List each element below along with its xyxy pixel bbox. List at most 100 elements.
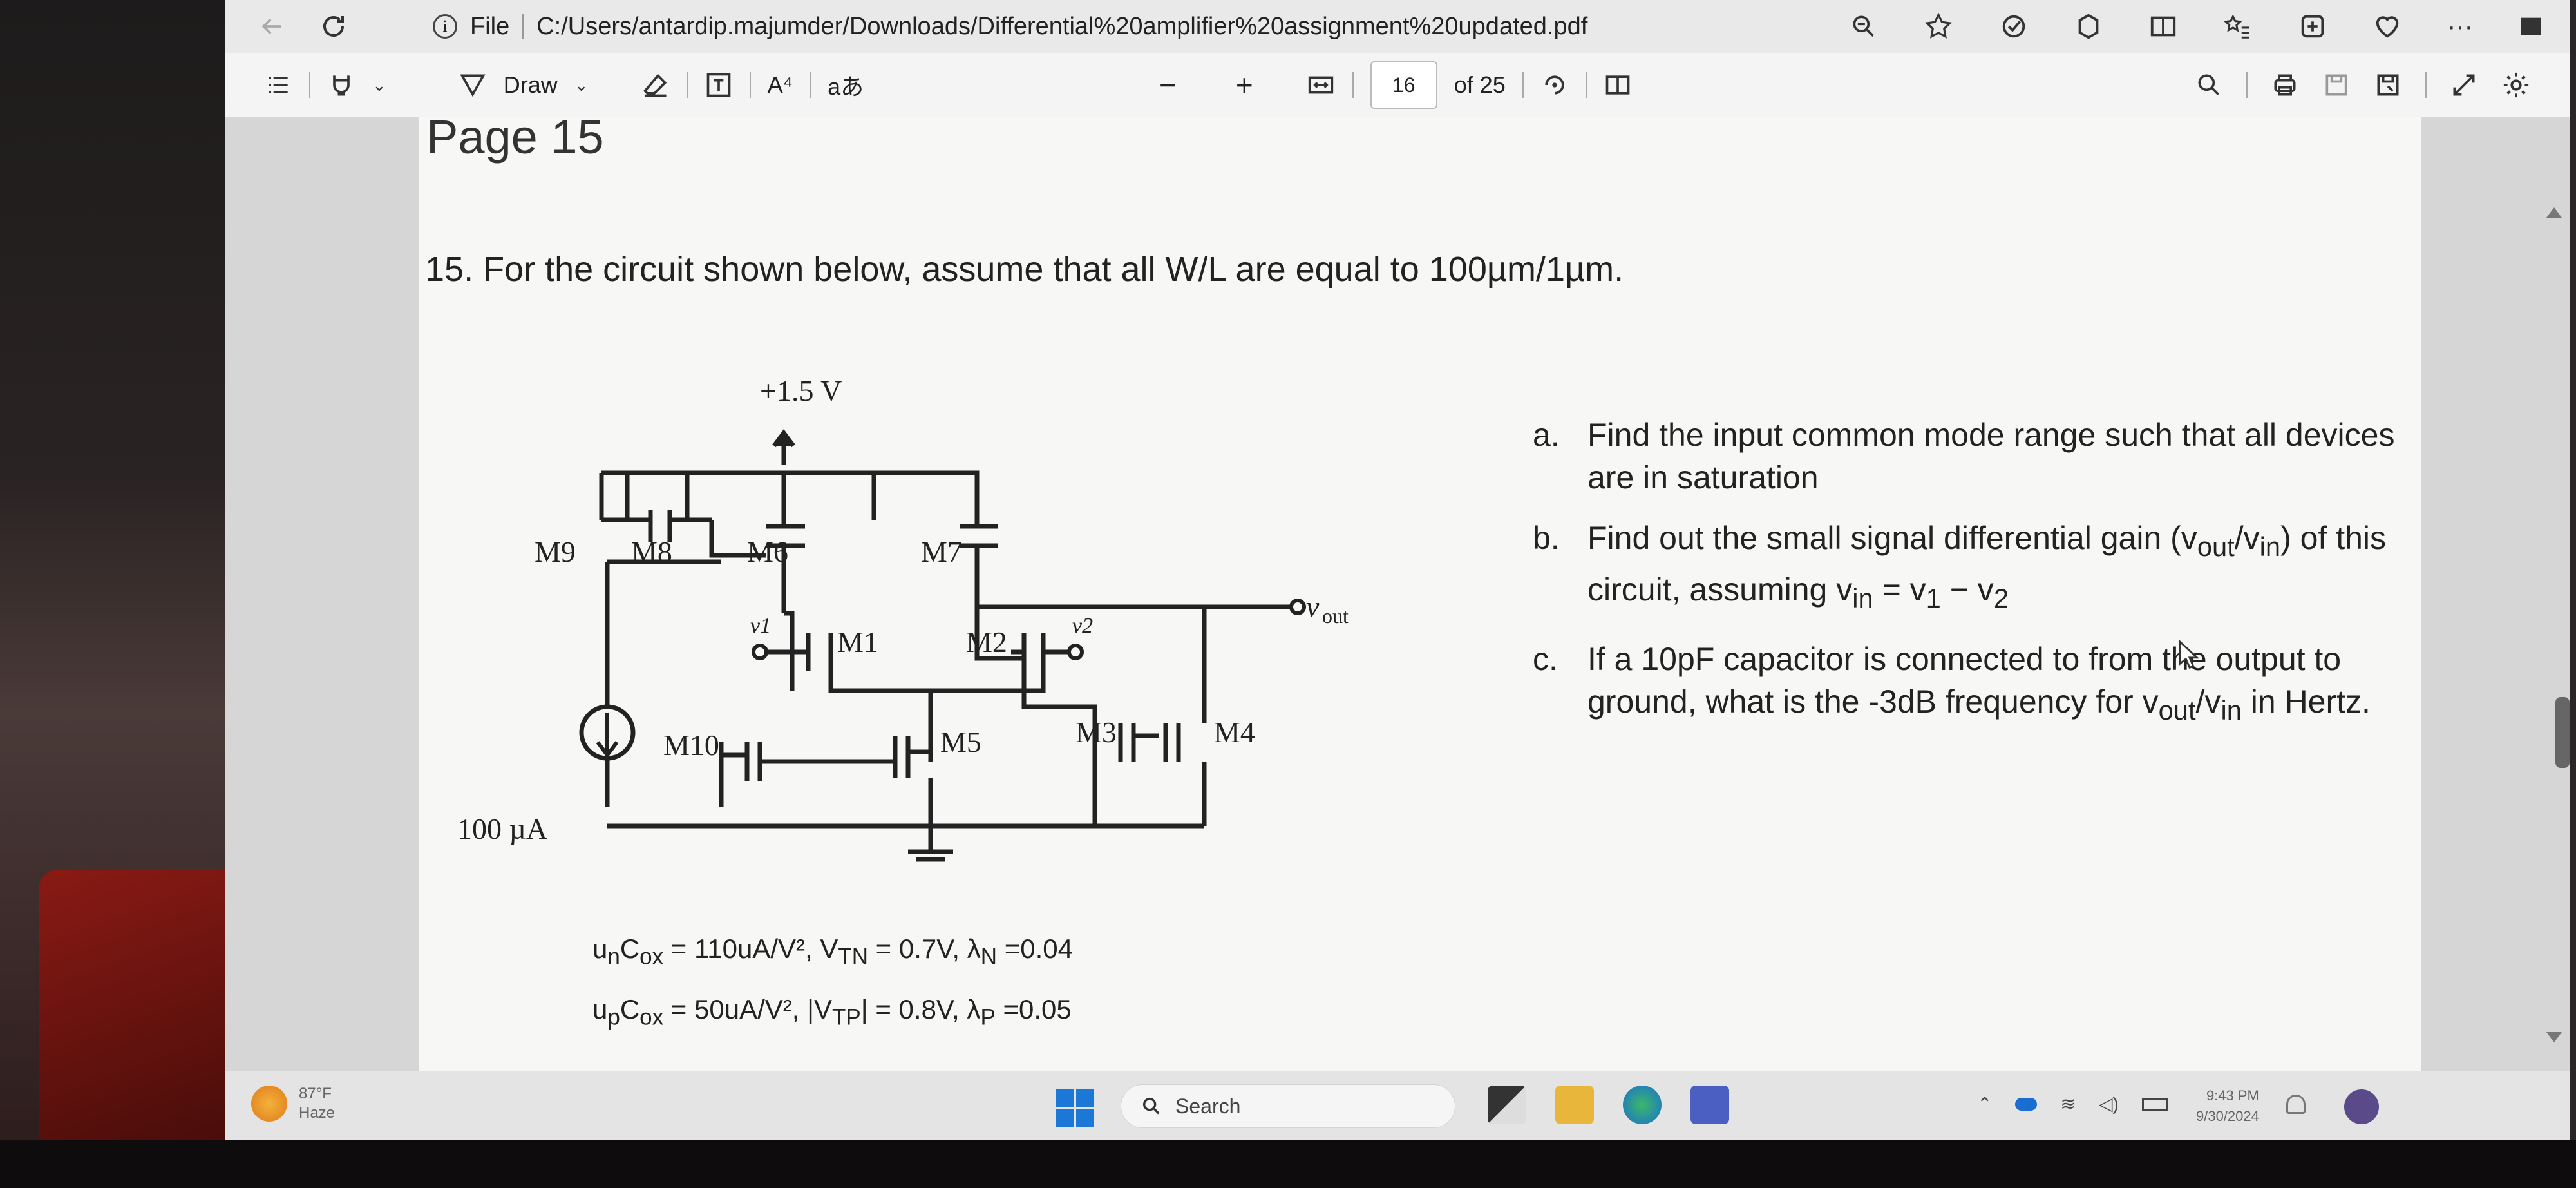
date: 9/30/2024 bbox=[2196, 1108, 2259, 1124]
rotate-icon[interactable] bbox=[1540, 71, 1569, 99]
copilot-icon[interactable] bbox=[2074, 12, 2103, 41]
info-icon[interactable]: i bbox=[433, 14, 457, 39]
windows-taskbar: 87°F Haze Search ⌃ ≋ ◁) 9:43 PM 9/30/202… bbox=[225, 1071, 2570, 1140]
edge-browser-icon[interactable] bbox=[1623, 1086, 1662, 1124]
system-tray: ⌃ ≋ ◁) bbox=[1977, 1093, 2168, 1115]
split-screen-icon[interactable] bbox=[2148, 12, 2178, 41]
page-heading: Page 15 bbox=[426, 117, 604, 164]
file-explorer-icon[interactable] bbox=[1555, 1086, 1594, 1124]
m3-label: M3 bbox=[1075, 716, 1117, 749]
m9-label: M9 bbox=[535, 535, 576, 568]
divider bbox=[522, 14, 524, 39]
device-parameters: unCox = 110uA/V², VTN = 0.7V, λN =0.04 u… bbox=[592, 923, 1073, 1044]
draw-icon[interactable] bbox=[459, 71, 487, 99]
circuit-diagram: +1.5 V 100 µA v out v1 v2 M9 M8 M6 M7 M1… bbox=[457, 375, 1349, 862]
laptop-screen: i File C:/Users/antardip.majumder/Downlo… bbox=[225, 0, 2570, 1140]
zoom-search-icon[interactable] bbox=[1850, 12, 1878, 41]
m10-label: M10 bbox=[663, 729, 719, 762]
question-parts: a. Find the input common mode range such… bbox=[1533, 414, 2421, 750]
v1-label: v1 bbox=[750, 614, 771, 638]
clock[interactable]: 9:43 PM 9/30/2024 bbox=[2196, 1086, 2259, 1127]
file-label: File bbox=[470, 12, 510, 40]
vout-sub: out bbox=[1322, 604, 1349, 628]
mouse-cursor-icon bbox=[2179, 639, 2200, 669]
supply-label: +1.5 V bbox=[760, 375, 842, 407]
highlight-icon[interactable] bbox=[327, 71, 355, 99]
settings-gear-icon[interactable] bbox=[2501, 70, 2531, 100]
pdf-toolbar: ⌄ Draw ⌄ A⁴ aあ − + 16 of 25 bbox=[225, 53, 2570, 118]
task-view-icon[interactable] bbox=[1488, 1086, 1526, 1124]
pdf-page: Page 15 15. For the circuit shown below,… bbox=[419, 117, 2421, 1071]
fit-width-icon[interactable] bbox=[1306, 70, 1336, 100]
search-placeholder: Search bbox=[1175, 1094, 1241, 1118]
zoom-in-button[interactable]: + bbox=[1235, 68, 1253, 102]
v2-label: v2 bbox=[1072, 614, 1093, 638]
part-a: a. Find the input common mode range such… bbox=[1533, 417, 2395, 495]
zoom-out-button[interactable]: − bbox=[1159, 68, 1177, 102]
vout-label: v bbox=[1306, 590, 1320, 623]
expand-icon[interactable] bbox=[2450, 71, 2478, 99]
m4-label: M4 bbox=[1214, 716, 1255, 749]
browser-essentials-icon[interactable] bbox=[2372, 12, 2402, 41]
chevron-up-icon[interactable]: ⌃ bbox=[1977, 1094, 1993, 1114]
part-b: b. Find out the small signal differentia… bbox=[1533, 520, 2387, 613]
weather-icon bbox=[251, 1086, 287, 1122]
teams-icon[interactable] bbox=[1690, 1086, 1729, 1124]
favorites-list-icon[interactable] bbox=[2223, 12, 2253, 41]
more-options-icon[interactable]: ··· bbox=[2447, 12, 2473, 41]
part-c: c. If a 10pF capacitor is connected to f… bbox=[1533, 641, 2371, 725]
back-arrow-icon[interactable] bbox=[258, 12, 286, 41]
copilot-taskbar-icon[interactable] bbox=[2344, 1089, 2379, 1124]
m7-label: M7 bbox=[921, 535, 962, 568]
weather-widget[interactable]: 87°F Haze bbox=[251, 1084, 335, 1123]
print-icon[interactable] bbox=[2271, 71, 2299, 99]
m6-label: M6 bbox=[747, 535, 788, 568]
search-icon[interactable] bbox=[2195, 71, 2223, 99]
taskbar-search[interactable]: Search bbox=[1121, 1084, 1455, 1128]
battery-icon[interactable] bbox=[2141, 1097, 2168, 1111]
url-field[interactable]: C:/Users/antardip.majumder/Downloads/Dif… bbox=[536, 12, 1588, 40]
save-icon[interactable] bbox=[2322, 71, 2351, 99]
weather-desc: Haze bbox=[299, 1104, 336, 1122]
question-text: 15. For the circuit shown below, assume … bbox=[425, 250, 1624, 289]
onedrive-icon[interactable] bbox=[2015, 1097, 2038, 1111]
wifi-icon[interactable]: ≋ bbox=[2060, 1094, 2076, 1114]
refresh-icon[interactable] bbox=[318, 11, 349, 42]
chevron-down-icon[interactable]: ⌄ bbox=[372, 75, 386, 95]
m8-label: M8 bbox=[631, 535, 672, 568]
current-source-label: 100 µA bbox=[457, 812, 547, 845]
add-text-icon[interactable] bbox=[705, 71, 733, 99]
m5-label: M5 bbox=[940, 725, 981, 758]
m2-label: M2 bbox=[966, 626, 1007, 658]
scroll-down-arrow-icon[interactable] bbox=[2546, 1032, 2562, 1042]
chevron-down-icon[interactable]: ⌄ bbox=[574, 75, 589, 95]
contents-list-icon[interactable] bbox=[264, 71, 292, 99]
save-as-icon[interactable] bbox=[2374, 71, 2402, 99]
translate-button[interactable]: aあ bbox=[828, 73, 864, 100]
browser-address-bar: i File C:/Users/antardip.majumder/Downlo… bbox=[225, 0, 2570, 53]
collections-icon[interactable] bbox=[2298, 12, 2327, 41]
photo-background-bottom bbox=[0, 1140, 2576, 1188]
weather-temp: 87°F bbox=[299, 1085, 332, 1102]
time: 9:43 PM bbox=[2206, 1087, 2259, 1104]
extension-check-icon[interactable] bbox=[1999, 12, 2029, 41]
read-aloud-button[interactable]: A⁴ bbox=[767, 72, 793, 98]
eraser-icon[interactable] bbox=[641, 71, 670, 99]
current-source-icon bbox=[579, 704, 636, 761]
pdf-viewer[interactable]: Page 15 15. For the circuit shown below,… bbox=[225, 117, 2570, 1071]
total-pages: of 25 bbox=[1454, 72, 1506, 98]
draw-button[interactable]: Draw bbox=[503, 72, 558, 98]
m1-label: M1 bbox=[837, 626, 878, 658]
notification-bell-icon[interactable] bbox=[2286, 1095, 2306, 1114]
speaker-icon[interactable]: ◁) bbox=[2098, 1094, 2119, 1114]
search-icon bbox=[1142, 1097, 1160, 1115]
page-number-input[interactable]: 16 bbox=[1370, 61, 1437, 109]
nmos-params: unCox = 110uA/V², VTN = 0.7V, λN =0.04 bbox=[592, 934, 1073, 970]
start-button-icon[interactable] bbox=[1056, 1089, 1094, 1127]
scrollbar-thumb[interactable] bbox=[2555, 697, 2570, 768]
scroll-up-arrow-icon[interactable] bbox=[2546, 207, 2562, 218]
page-view-icon[interactable] bbox=[1604, 71, 1632, 99]
pmos-params: upCox = 50uA/V², |VTP| = 0.8V, λP =0.05 bbox=[592, 994, 1072, 1030]
favorite-star-icon[interactable] bbox=[1923, 11, 1954, 42]
sidebar-toggle-icon[interactable] bbox=[2518, 14, 2544, 39]
